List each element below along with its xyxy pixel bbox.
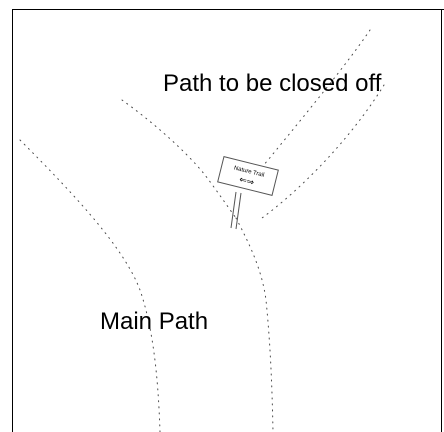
closed-path-right-edge <box>262 85 384 218</box>
sign-board: Nature Trail ⇐⇒ <box>218 157 279 196</box>
nature-trail-sign: Nature Trail ⇐⇒ <box>218 157 279 229</box>
sign-post-left <box>231 192 236 228</box>
closed-path-left-edge <box>244 30 370 186</box>
main-path-right-edge <box>236 218 273 432</box>
main-path-left-edge <box>20 140 160 432</box>
nature-trail-left-edge <box>122 100 236 218</box>
closed-path-label: Path to be closed off <box>163 70 382 97</box>
main-path-label: Main Path <box>100 308 208 335</box>
